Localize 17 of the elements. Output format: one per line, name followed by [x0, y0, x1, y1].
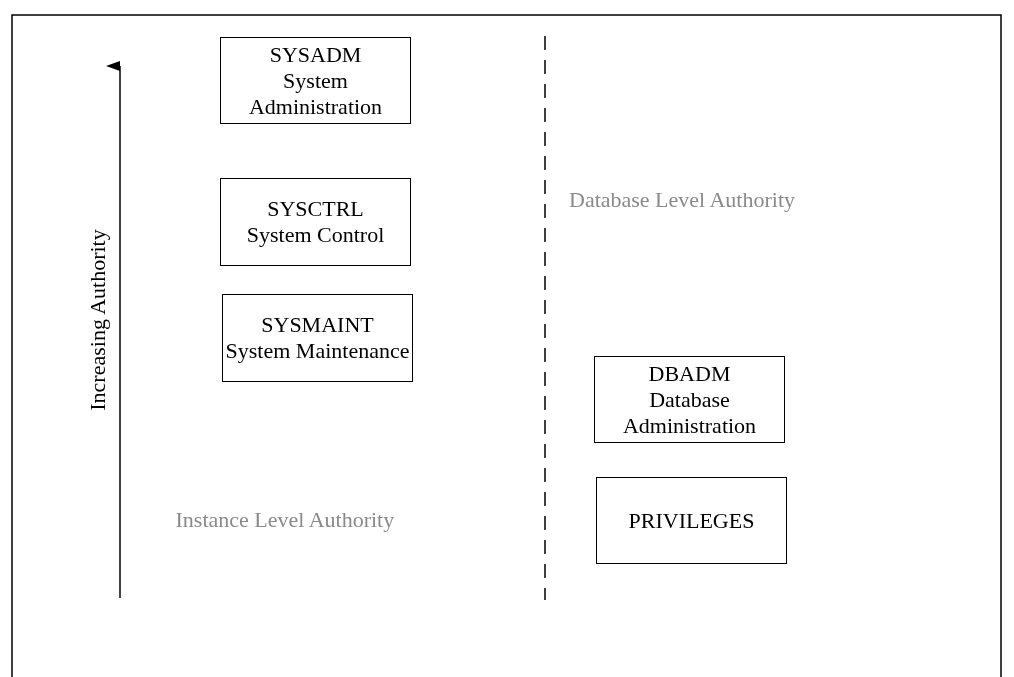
authority-code: SYSMAINT [261, 312, 374, 338]
region-label: Database Level Authority [569, 187, 796, 213]
authority-name: System Control [246, 222, 385, 248]
authority-code: SYSADM [269, 41, 362, 68]
authority-code: PRIVILEGES [628, 507, 755, 534]
region-label: Instance Level Authority [175, 507, 395, 533]
authority-box [220, 178, 411, 266]
authority-name: System Administration [247, 67, 384, 120]
authority-box [220, 37, 411, 124]
authority-name: System Maintenance [225, 338, 410, 364]
axis-label: Increasing Authority [84, 229, 111, 411]
authority-box [594, 356, 785, 443]
authority-box [596, 477, 787, 564]
authority-code: DBADM [648, 360, 731, 387]
authority-code: SYSCTRL [267, 196, 364, 222]
authority-box [222, 294, 413, 382]
authority-name: Database Administration [621, 386, 758, 439]
